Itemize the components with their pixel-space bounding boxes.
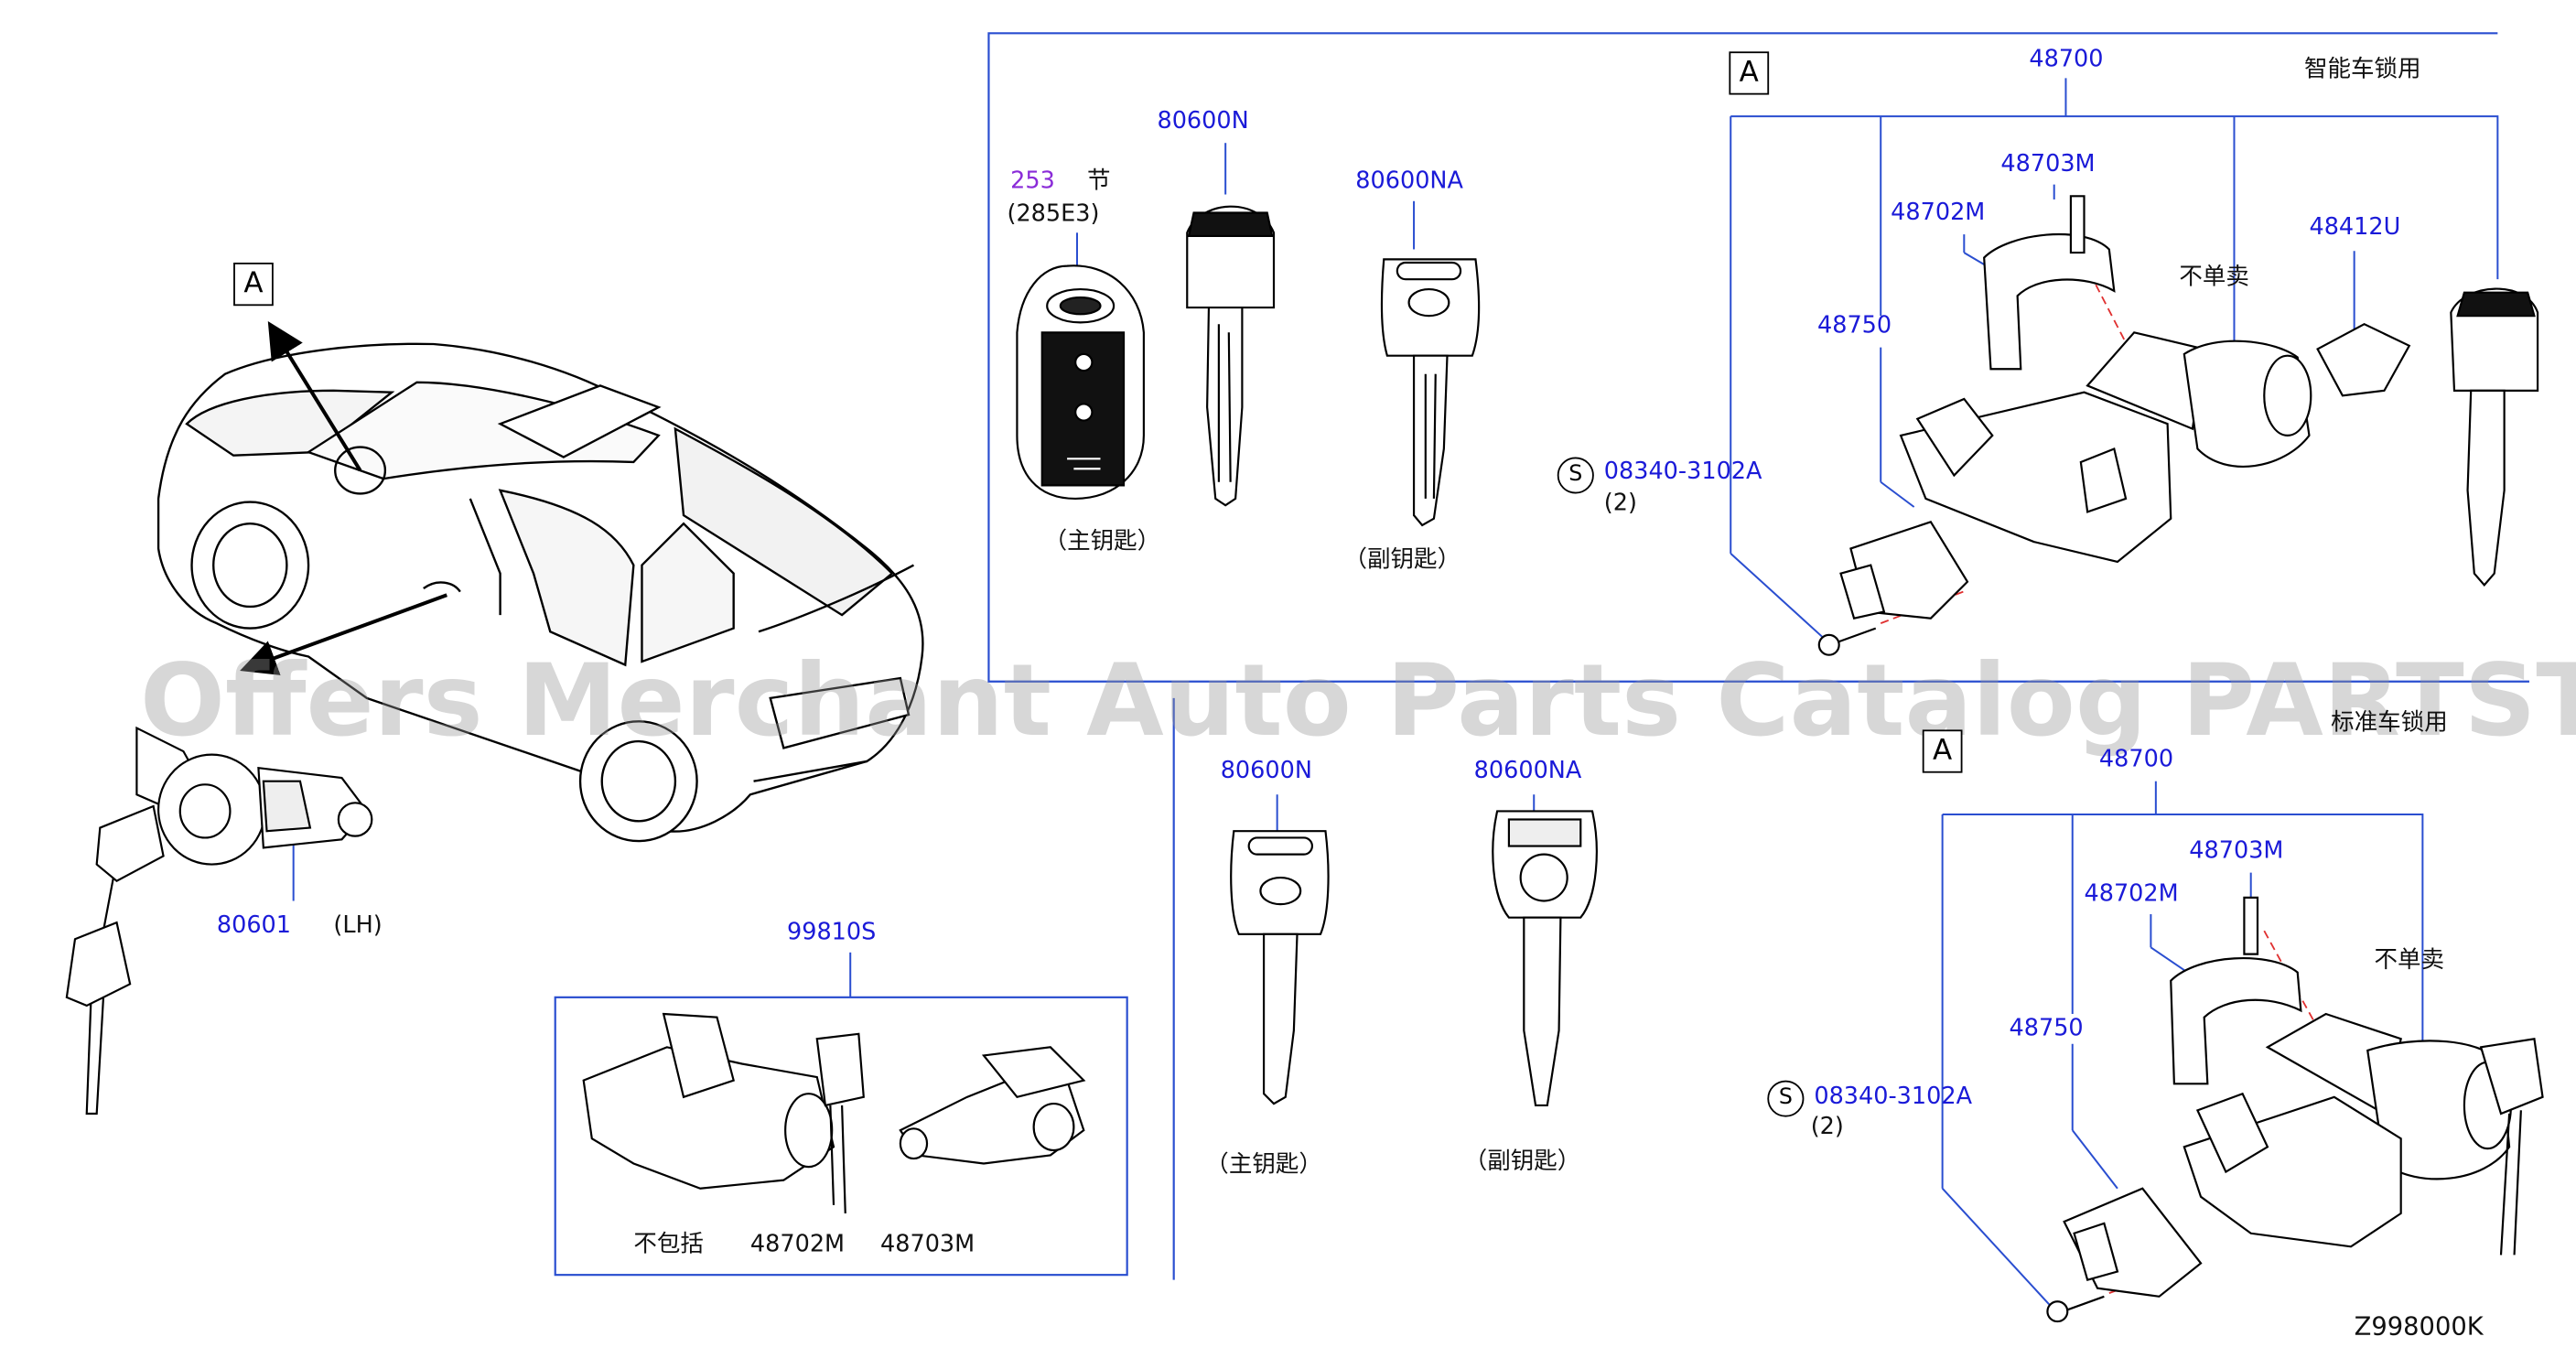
kit-excludes-note: 不包括: [633, 1231, 704, 1259]
part-99810s-label[interactable]: 99810S: [786, 919, 877, 946]
screw-symbol-smart: S: [1557, 457, 1594, 494]
kit-excluded-part-2: 48703M: [880, 1231, 975, 1259]
section-frames: [554, 32, 2529, 1280]
standard-section-heading: 标准车锁用: [2331, 709, 2448, 737]
smart-ignition-assembly: [1817, 195, 2411, 656]
door-lock-arrow: [240, 593, 447, 675]
smart-part-48703m-label[interactable]: 48703M: [2000, 151, 2096, 178]
standard-part-48702m-label[interactable]: 48702M: [2084, 880, 2179, 908]
smart-part-48702m-label[interactable]: 48702M: [1891, 199, 1986, 227]
smart-part-80600n-label[interactable]: 80600N: [1157, 108, 1249, 135]
smart-emergency-key: [1186, 205, 1276, 507]
smart-master-key-caption: （主钥匙）: [1043, 528, 1161, 555]
vehicle-illustration: [156, 342, 924, 843]
kit-excluded-part-1: 48702M: [749, 1231, 846, 1259]
watermark: Offers Merchant Auto Parts Catalog PARTS…: [140, 642, 2576, 760]
smart-not-sold-separately: 不单卖: [2179, 264, 2249, 291]
standard-ignition-assembly: [2046, 896, 2544, 1323]
view-a-callout-standard: A: [1922, 729, 1963, 773]
standard-part-48700-label[interactable]: 48700: [2098, 746, 2174, 773]
diagram-code: Z998000K: [2354, 1311, 2484, 1342]
smart-section-heading: 智能车锁用: [2304, 56, 2421, 83]
smart-key-fob: [1016, 264, 1145, 501]
standard-part-48703m-label[interactable]: 48703M: [2189, 837, 2284, 865]
ref-253-suffix: 节: [1086, 167, 1111, 195]
view-a-callout-car: A: [233, 262, 274, 307]
smart-part-48700-label[interactable]: 48700: [2029, 46, 2104, 73]
smart-sub-key: [1380, 258, 1481, 527]
standard-master-key-caption: （主钥匙）: [1205, 1151, 1322, 1179]
smart-part-80600na-label[interactable]: 80600NA: [1355, 167, 1463, 195]
standard-master-key: [1230, 830, 1330, 1105]
door-key-cylinder: [65, 726, 373, 1116]
smart-screw-part-label[interactable]: 08340-3102A: [1603, 458, 1762, 486]
part-80601-label[interactable]: 80601: [216, 912, 292, 940]
view-a-arrow-car: [267, 321, 362, 472]
smart-part-48750-label[interactable]: 48750: [1816, 312, 1892, 340]
leader-lines: [292, 78, 2499, 1310]
smart-screw-qty: (2): [1603, 490, 1637, 517]
smart-sub-key-caption: （副钥匙）: [1343, 546, 1461, 574]
side-lh-label: (LH): [333, 912, 383, 940]
smart-spare-key-right: [2450, 287, 2539, 587]
screw-symbol-standard: S: [1767, 1080, 1805, 1117]
standard-screw-qty: (2): [1810, 1113, 1844, 1141]
view-a-callout-smart: A: [1729, 51, 1770, 95]
standard-part-48750-label[interactable]: 48750: [2009, 1015, 2084, 1042]
standard-not-sold-separately: 不单卖: [2374, 947, 2445, 975]
ref-253-label[interactable]: 253: [1010, 167, 1055, 195]
standard-part-80600n-label[interactable]: 80600N: [1220, 758, 1312, 785]
standard-sub-key-caption: （副钥匙）: [1463, 1148, 1581, 1176]
standard-part-80600na-label[interactable]: 80600NA: [1473, 758, 1582, 785]
smart-part-48412u-label[interactable]: 48412U: [2309, 214, 2401, 242]
standard-sub-key: [1492, 810, 1598, 1106]
standard-screw-part-label[interactable]: 08340-3102A: [1814, 1083, 1973, 1111]
ref-285e3-label: (285E3): [1007, 200, 1100, 228]
kit-ignition-set: [582, 1012, 1086, 1214]
